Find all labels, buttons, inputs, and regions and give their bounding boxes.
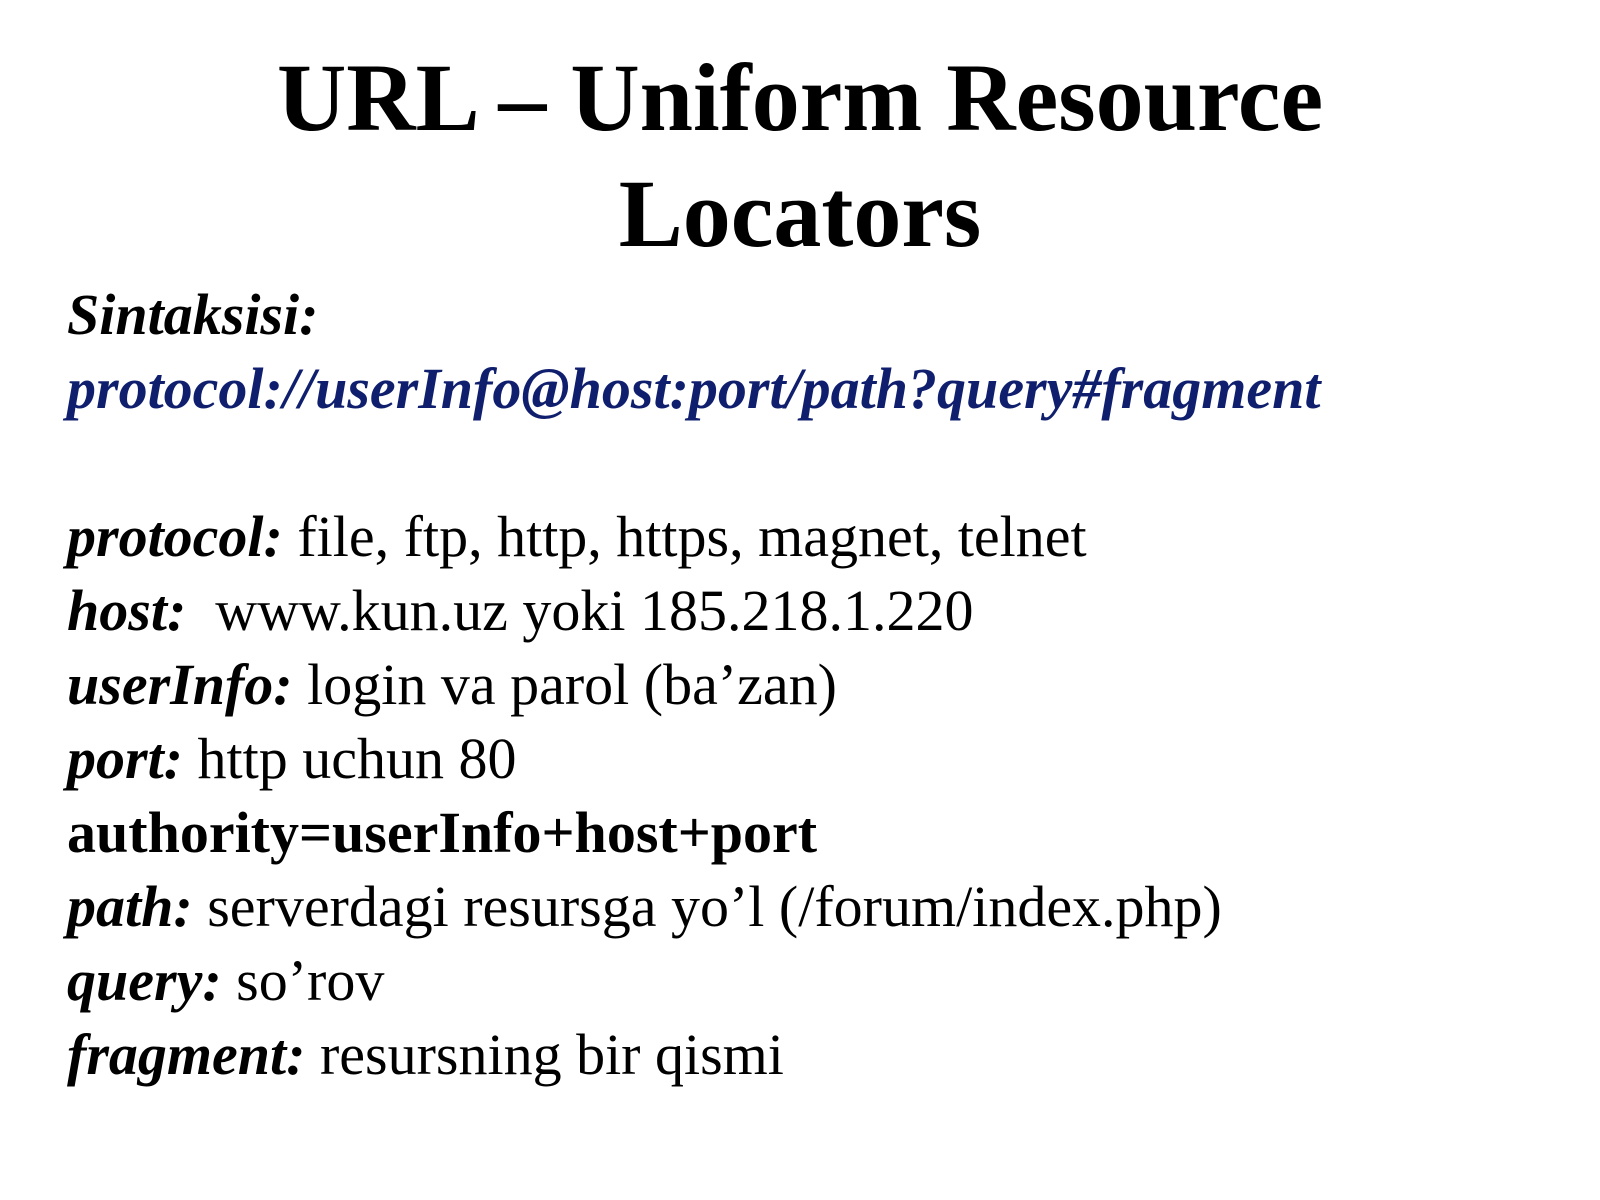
definition-protocol: protocol: file, ftp, http, https, magnet… xyxy=(67,500,1567,574)
term-port: port: xyxy=(67,726,183,791)
slide-title: URL – Uniform Resource Locators xyxy=(0,40,1600,272)
definition-path: path: serverdagi resursga yo’l (/forum/i… xyxy=(67,870,1567,944)
term-userinfo: userInfo: xyxy=(67,652,293,717)
title-line-2: Locators xyxy=(618,160,982,267)
desc-userinfo: login va parol (ba’zan) xyxy=(292,652,837,717)
slide-body: Sintaksisi: protocol://userInfo@host:por… xyxy=(67,278,1567,1092)
definition-host: host: www.kun.uz yoki 185.218.1.220 xyxy=(67,574,1567,648)
definition-userinfo: userInfo: login va parol (ba’zan) xyxy=(67,648,1567,722)
title-line-1: URL – Uniform Resource xyxy=(276,44,1324,151)
term-path: path: xyxy=(67,874,193,939)
desc-host: www.kun.uz yoki 185.218.1.220 xyxy=(186,578,974,643)
desc-query: so’rov xyxy=(221,948,385,1013)
authority-formula: authority=userInfo+host+port xyxy=(67,800,818,865)
desc-path: serverdagi resursga yo’l (/forum/index.p… xyxy=(192,874,1222,939)
term-fragment: fragment: xyxy=(67,1022,306,1087)
definition-port: port: http uchun 80 xyxy=(67,722,1567,796)
desc-port: http uchun 80 xyxy=(183,726,517,791)
spacer xyxy=(67,426,1567,500)
desc-protocol: file, ftp, http, https, magnet, telnet xyxy=(282,504,1087,569)
syntax-label: Sintaksisi: xyxy=(67,282,319,347)
term-protocol: protocol: xyxy=(67,504,283,569)
syntax-pattern: protocol://userInfo@host:port/path?query… xyxy=(67,356,1321,421)
term-host: host: xyxy=(67,578,187,643)
definition-query: query: so’rov xyxy=(67,944,1567,1018)
desc-fragment: resursning bir qismi xyxy=(305,1022,784,1087)
term-query: query: xyxy=(67,948,222,1013)
definition-fragment: fragment: resursning bir qismi xyxy=(67,1018,1567,1092)
